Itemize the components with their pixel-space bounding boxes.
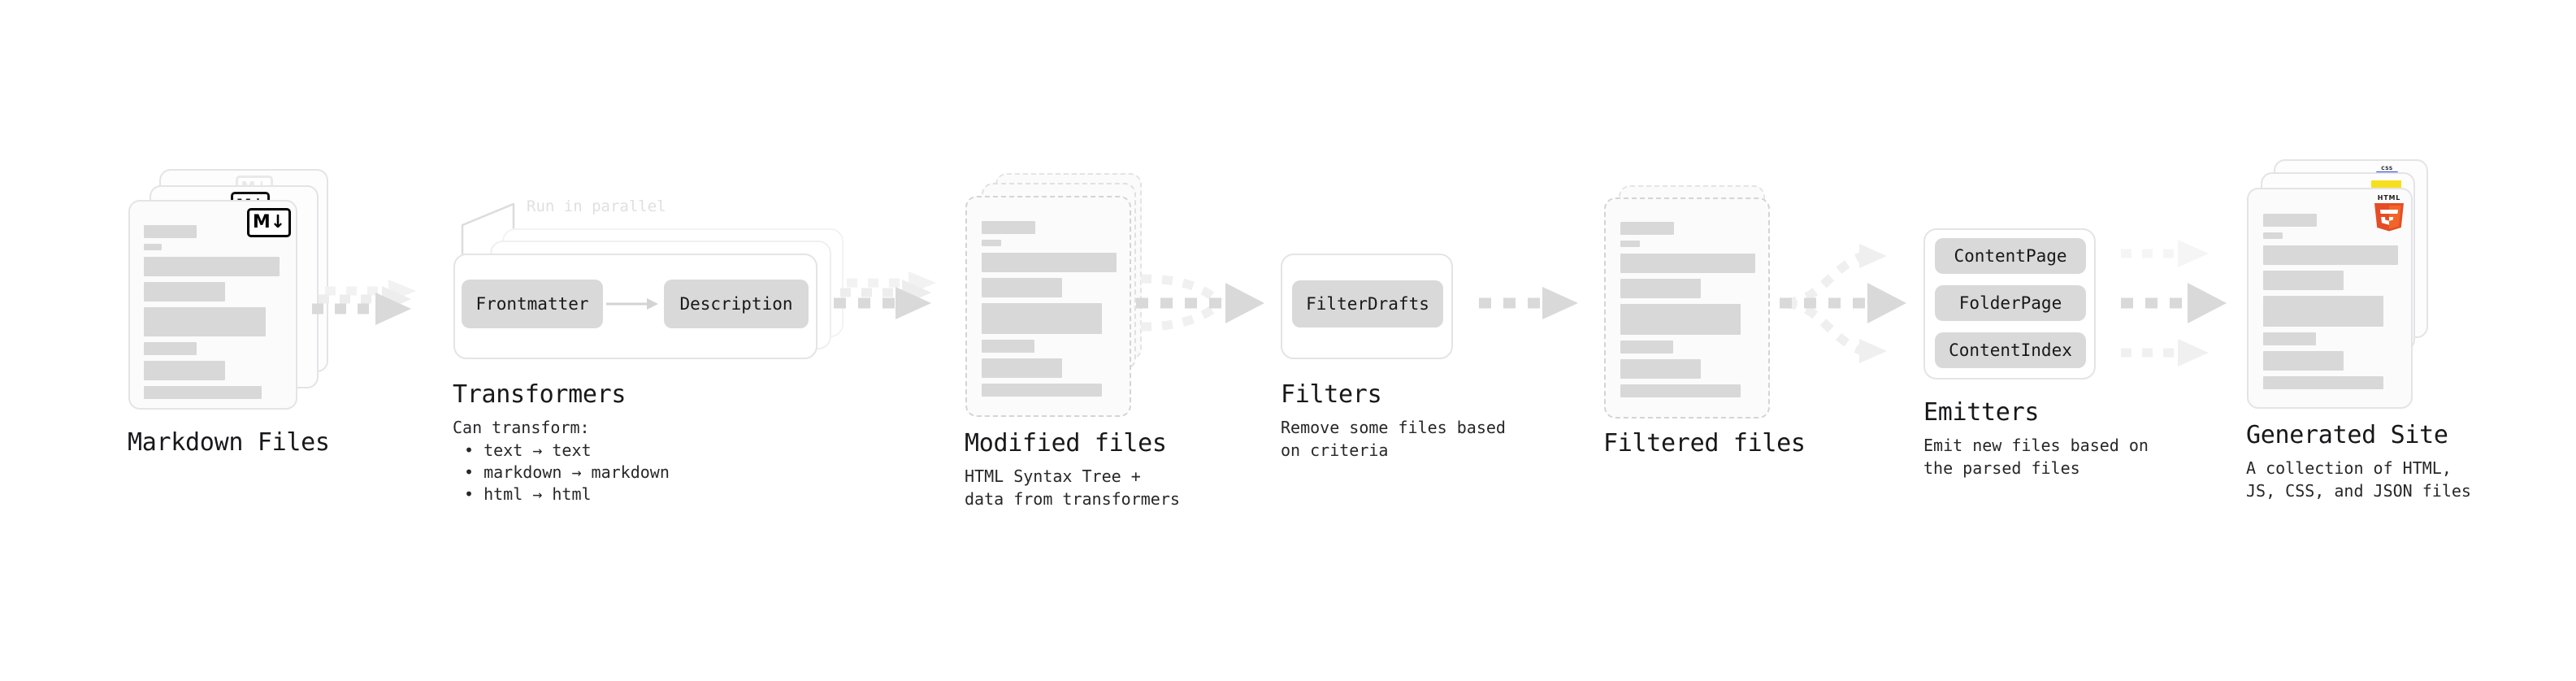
run-in-parallel-label: Run in parallel bbox=[527, 197, 666, 215]
transformers-bullet-2: • html → html bbox=[464, 484, 592, 504]
placeholder-bar bbox=[144, 307, 266, 336]
placeholder-bar bbox=[982, 278, 1062, 297]
placeholder-bar bbox=[2263, 332, 2316, 345]
svg-text:HTML: HTML bbox=[2378, 194, 2400, 202]
placeholder-bar bbox=[2263, 214, 2317, 227]
stage-title-filters: Filters bbox=[1281, 380, 1382, 409]
emitters-description: Emit new files based on the parsed files bbox=[1923, 436, 2149, 478]
placeholder-bar bbox=[2263, 376, 2383, 389]
md-badge-front: M↓ bbox=[247, 208, 291, 237]
transformer-chip-description: Description bbox=[664, 280, 809, 328]
placeholder-bar bbox=[144, 257, 280, 276]
transformers-description: Can transform: bbox=[453, 418, 590, 437]
placeholder-bar bbox=[982, 384, 1102, 397]
emitter-chip-contentindex: ContentIndex bbox=[1935, 332, 2086, 368]
placeholder-bar bbox=[1620, 254, 1755, 273]
filters-description: Remove some files based on criteria bbox=[1281, 418, 1506, 460]
placeholder-bar bbox=[982, 240, 1001, 246]
placeholder-bar bbox=[1620, 359, 1701, 379]
stage-title-generated-site: Generated Site bbox=[2246, 421, 2448, 449]
transformers-bullet-0: • text → text bbox=[464, 440, 592, 460]
stage-title-filtered-files: Filtered files bbox=[1603, 429, 1806, 458]
placeholder-bar bbox=[144, 342, 197, 355]
placeholder-bar bbox=[1620, 304, 1741, 335]
transformers-bullet-1: • markdown → markdown bbox=[464, 462, 670, 482]
placeholder-bar bbox=[982, 253, 1117, 272]
modified-files-description: HTML Syntax Tree + data from transformer… bbox=[965, 466, 1180, 509]
placeholder-bar bbox=[144, 282, 225, 301]
stage-title-transformers: Transformers bbox=[453, 380, 627, 409]
placeholder-bar bbox=[1620, 340, 1673, 354]
stage-title-markdown-files: Markdown Files bbox=[128, 428, 330, 457]
placeholder-bar bbox=[144, 361, 225, 380]
emitter-chip-contentpage: ContentPage bbox=[1935, 238, 2086, 274]
stage-title-emitters: Emitters bbox=[1923, 398, 2040, 427]
placeholder-bar bbox=[982, 221, 1035, 234]
placeholder-bar bbox=[2263, 296, 2383, 327]
placeholder-bar bbox=[982, 358, 1062, 378]
placeholder-bar bbox=[1620, 384, 1741, 397]
placeholder-bar bbox=[1620, 241, 1640, 247]
css3-icon-label: CSS bbox=[2381, 166, 2393, 171]
placeholder-bar bbox=[2263, 271, 2344, 290]
placeholder-bar bbox=[2263, 351, 2344, 371]
transformer-chip-frontmatter: Frontmatter bbox=[462, 280, 603, 328]
placeholder-bar bbox=[2263, 232, 2283, 239]
placeholder-bar bbox=[144, 386, 262, 399]
placeholder-bar bbox=[2263, 245, 2398, 265]
placeholder-bar bbox=[144, 225, 197, 238]
filter-chip-filterdrafts: FilterDrafts bbox=[1292, 280, 1443, 327]
placeholder-bar bbox=[982, 303, 1102, 334]
placeholder-bar bbox=[1620, 279, 1701, 298]
html5-icon: HTML bbox=[2374, 194, 2404, 232]
placeholder-bar bbox=[1620, 222, 1674, 235]
emitter-chip-folderpage: FolderPage bbox=[1935, 285, 2086, 321]
placeholder-bar bbox=[144, 244, 162, 250]
generated-site-description: A collection of HTML, JS, CSS, and JSON … bbox=[2246, 458, 2471, 501]
placeholder-bar bbox=[982, 340, 1034, 353]
stage-title-modified-files: Modified files bbox=[965, 429, 1167, 458]
